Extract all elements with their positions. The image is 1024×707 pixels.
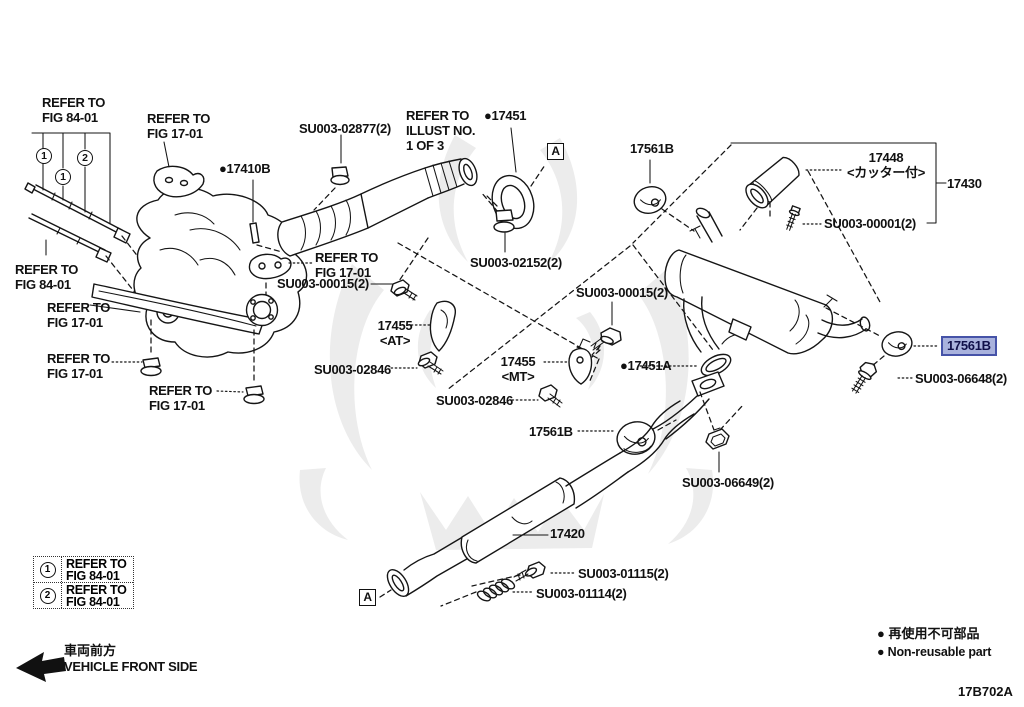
rubber-mounts-drawing: [616, 159, 913, 455]
part-su003-06648: SU003-06648(2): [915, 371, 1007, 386]
tailpipe-cutter-17448: [745, 156, 800, 209]
connector-a-bottom: A: [359, 589, 376, 606]
part-su003-02877: SU003-02877(2): [299, 121, 391, 136]
vehicle-front-jp: 車両前方: [64, 643, 117, 658]
refer-fig17-a: REFER TO FIG 17-01: [147, 111, 211, 141]
oxygen-sensors-drawing: [24, 132, 171, 315]
refer-fig17-d: REFER TO FIG 17-01: [149, 383, 213, 413]
legend-table: 1 REFER TO FIG 84-01 2 REFER TO FIG 84-0…: [33, 556, 134, 609]
connector-a-top: A: [547, 143, 564, 160]
refer-fig84-top: REFER TO FIG 84-01: [42, 95, 106, 125]
part-su003-02846-b: SU003-02846: [436, 393, 513, 408]
part-17561b-top: 17561B: [630, 141, 674, 156]
part-17451: ●17451: [484, 108, 527, 123]
legend-text-2: REFER TO FIG 84-01: [66, 582, 127, 609]
center-pipe-drawing: [379, 400, 695, 607]
refer-fig84-left: REFER TO FIG 84-01: [15, 262, 79, 292]
callout-circle-1: 1: [55, 169, 71, 185]
part-17451a: ●17451A: [620, 358, 672, 373]
part-17420: 17420: [550, 526, 585, 541]
vehicle-front-note: 車両前方 VEHICLE FRONT SIDE: [64, 643, 198, 675]
part-17410b: ●17410B: [219, 161, 271, 176]
non-reusable-en: ● Non-reusable part: [877, 645, 992, 659]
leader-lines: [89, 169, 940, 593]
legend-row: 2 REFER TO FIG 84-01: [34, 582, 133, 608]
refer-fig17-b: REFER TO FIG 17-01: [47, 300, 111, 330]
legend-circle-1: 1: [39, 561, 56, 578]
part-su003-02152: SU003-02152(2): [470, 255, 562, 270]
part-su003-06649: SU003-06649(2): [682, 475, 774, 490]
refer-fig17-c: REFER TO FIG 17-01: [47, 351, 111, 381]
legend-row: 1 REFER TO FIG 84-01: [34, 557, 133, 582]
callout-circle-2: 2: [77, 150, 93, 166]
engine-assembly-drawing: [91, 141, 308, 405]
part-su003-01115: SU003-01115(2): [578, 566, 669, 581]
part-17430: 17430: [947, 176, 982, 191]
part-17561b-highlighted[interactable]: 17561B: [941, 336, 997, 356]
non-reusable-jp: ● 再使用不可部品: [877, 626, 980, 641]
legend-circle-2: 2: [39, 587, 56, 604]
muffler-assembly-drawing: [632, 142, 947, 440]
front-pipe-drawing: [249, 127, 546, 257]
tail-fasteners-drawing: [699, 355, 885, 473]
callout-circle-1: 1: [36, 148, 52, 164]
non-reusable-note: ● 再使用不可部品 ● Non-reusable part: [877, 625, 991, 661]
part-17448: 17448 <カッター付>: [846, 150, 926, 180]
part-su003-00015-b: SU003-00015(2): [576, 285, 668, 300]
refer-illust-no: REFER TO ILLUST NO. 1 OF 3: [406, 108, 476, 153]
bolt-su003-00001: [786, 205, 801, 231]
legend-text-1: REFER TO FIG 84-01: [66, 556, 127, 583]
support-brackets-drawing: [390, 237, 631, 408]
part-17455-mt: 17455 <MT>: [500, 354, 536, 384]
vehicle-front-en: VEHICLE FRONT SIDE: [64, 659, 198, 674]
part-su003-01114: SU003-01114(2): [536, 586, 627, 601]
part-17561b-bottom: 17561B: [529, 424, 573, 439]
part-su003-00015-a: SU003-00015(2): [277, 276, 369, 291]
part-su003-00001: SU003-00001(2): [824, 216, 916, 231]
part-17455-at: 17455 <AT>: [377, 318, 413, 348]
refer-fig17-e: REFER TO FIG 17-01: [315, 250, 379, 280]
vehicle-front-arrow-icon: [16, 652, 66, 682]
part-su003-02846-a: SU003-02846: [314, 362, 391, 377]
drawing-code: 17B702A: [958, 684, 1013, 699]
